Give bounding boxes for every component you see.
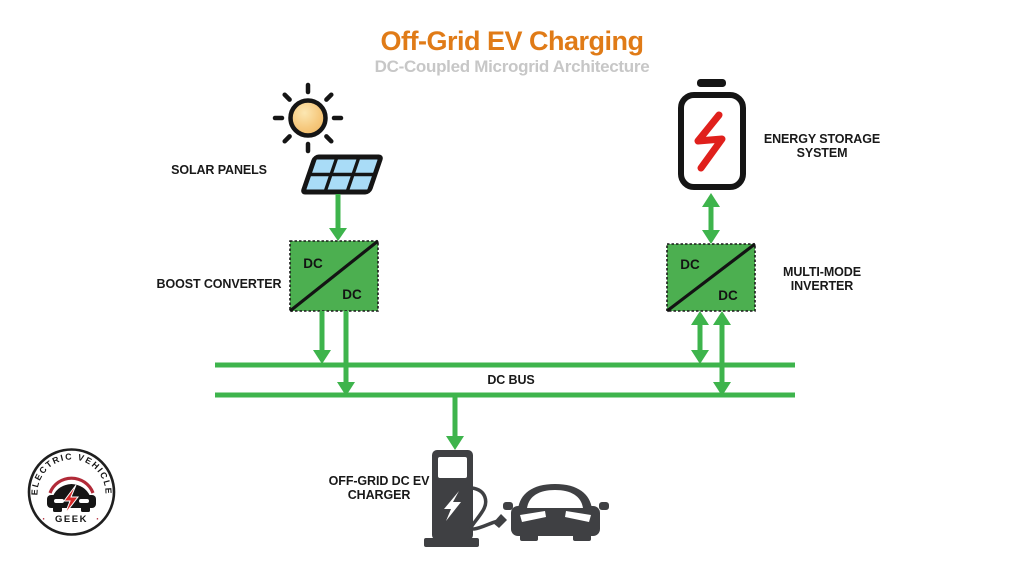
arrow-inverter-bus-lower [713,311,731,396]
multi-mode-inverter-box: DC DC [666,242,756,313]
ev-geek-logo: ELECTRIC VEHICLE · GEEK · [27,448,116,536]
boost-converter-box: DC DC [289,239,379,313]
arrow-battery-inverter [702,193,720,244]
arrow-bus-to-charger [446,397,464,450]
solar-panels-label: SOLAR PANELS [171,163,267,177]
page-subtitle: DC-Coupled Microgrid Architecture [374,57,650,76]
page-title: Off-Grid EV Charging [380,26,645,56]
sun-icon [272,82,344,154]
logo-bolt-icon [63,484,80,515]
logo-red-arc [48,476,95,494]
boost-converter-label: BOOST CONVERTER [156,277,282,291]
charger-plug-icon [493,514,507,528]
multi-mode-inverter-label: MULTI-MODE INVERTER [783,265,861,293]
solar-panel-icon [301,154,383,195]
arrow-inverter-bus-upper [691,311,709,364]
boost-converter-dc-out-label: DC [342,287,362,302]
battery-bolt-icon [694,111,726,172]
energy-storage-label: ENERGY STORAGE SYSTEM [763,132,881,160]
ev-charger-icon [424,450,507,547]
logo-geek-text: · GEEK · [42,514,101,525]
dc-bus-lines [215,362,795,398]
arrow-boost-to-bus-upper [313,311,331,364]
logo-car-icon [47,484,96,512]
inverter-dc-bottom-label: DC [718,288,738,303]
charger-bolt-icon [444,491,461,521]
car-icon [503,484,609,541]
boost-converter-dc-in-label: DC [303,256,323,271]
sun-circle [288,98,328,138]
arrow-boost-to-bus-lower [337,311,355,396]
battery-icon [678,79,746,190]
arrow-solar-to-boost [329,194,347,241]
ev-charger-label: OFF-GRID DC EV CHARGER [328,474,430,502]
inverter-dc-top-label: DC [680,257,700,272]
dc-bus-label: DC BUS [487,373,535,387]
